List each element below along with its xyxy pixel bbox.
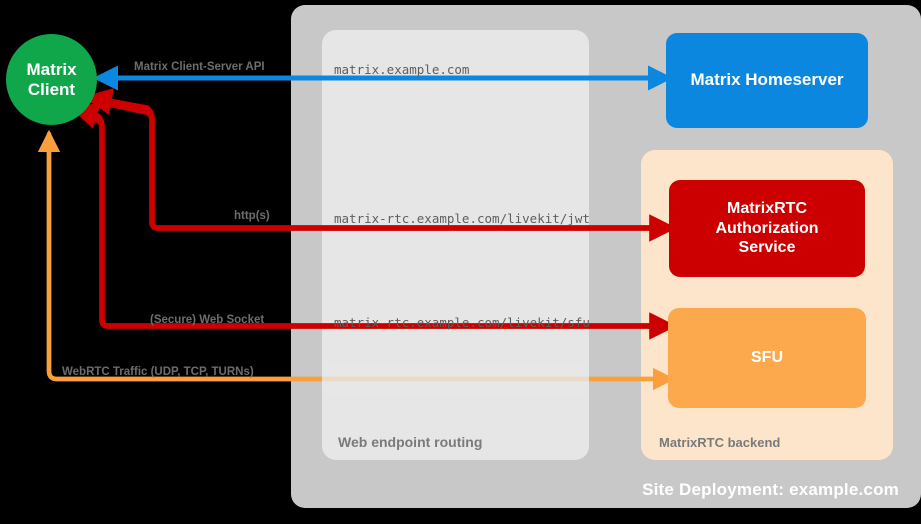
edge-label-webrtc-traffic: WebRTC Traffic (UDP, TCP, TURNs) <box>62 366 254 378</box>
node-sfu[interactable]: SFU <box>668 308 866 408</box>
routing-panel-caption-wrap: Web endpoint routing <box>322 30 589 460</box>
edge-webrtc-traffic <box>37 129 676 395</box>
endpoint-url-livekit-jwt: matrix-rtc.example.com/livekit/jwt <box>334 211 590 226</box>
edge-secure-web-socket <box>70 102 677 340</box>
web-endpoint-routing-label: Web endpoint routing <box>338 434 483 450</box>
node-matrix-homeserver[interactable]: Matrix Homeserver <box>666 33 868 128</box>
edge-label-secure-web-socket: (Secure) Web Socket <box>150 314 265 326</box>
edge-label-https: http(s) <box>234 210 270 222</box>
matrixrtc-backend-label: MatrixRTC backend <box>659 435 781 450</box>
endpoint-url-matrix: matrix.example.com <box>334 62 470 77</box>
edge-https-jwt <box>84 88 677 242</box>
site-deployment-label: Site Deployment: example.com <box>642 480 899 499</box>
edge-label-matrix-client-server-api: Matrix Client-Server API <box>134 61 265 73</box>
site-panel-caption-wrap: Site Deployment: example.com <box>291 5 921 508</box>
node-matrixrtc-authorization-service[interactable]: MatrixRTC Authorization Service <box>669 180 865 277</box>
endpoint-url-livekit-sfu: matrix-rtc.example.com/livekit/sfu <box>334 315 590 330</box>
node-matrix-client[interactable]: Matrix Client <box>6 34 97 125</box>
backend-panel-caption-wrap: MatrixRTC backend <box>641 150 893 460</box>
